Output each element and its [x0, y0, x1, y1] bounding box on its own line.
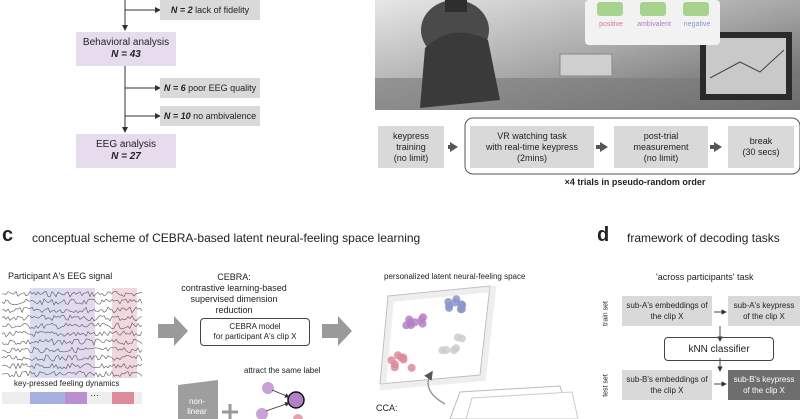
box-sub-a-embeddings: sub-A's embeddings of the clip X — [622, 296, 712, 326]
latent-point — [445, 303, 453, 312]
nonlinear-label: non-linear — [187, 397, 207, 416]
keypress-dynamics-label: key-pressed feeling dynamics — [14, 379, 120, 388]
box-sub-b-keypress: sub-B's keypress of the clip X — [728, 370, 800, 400]
eeg-trace — [1, 370, 143, 378]
procedure-step-break: break (30 secs) — [728, 126, 794, 168]
behavioral-analysis-n: N = 43 — [111, 49, 141, 60]
exclusion-text-fidelity: lack of fidelity — [195, 4, 250, 15]
step2-line2: with real-time keypress — [485, 141, 579, 152]
step3-line3: (no limit) — [643, 152, 679, 163]
knn-classifier-box: kNN classifier — [664, 337, 774, 361]
latent-point — [452, 295, 461, 304]
step3-line1: post-trial — [643, 130, 679, 141]
step1-line2: training — [396, 141, 426, 152]
eeg-trace — [1, 298, 143, 306]
cebra-model-box: CEBRA model for participant A's clip X — [200, 318, 310, 346]
box-sub-a-keypress: sub-A's keypress of the clip X — [728, 296, 800, 326]
eeg-signal-label: Participant A's EEG signal — [8, 271, 113, 281]
exclusion-box-ambivalence: N = 10 no ambivalence — [160, 106, 260, 126]
participant-photo — [375, 0, 800, 110]
latent-point — [390, 360, 399, 369]
procedure-step-vr-task: VR watching task with real-time keypress… — [470, 126, 594, 168]
decoding-subtitle: 'across participants' task — [656, 272, 754, 282]
eeg-analysis-box: EEG analysis N = 27 — [76, 134, 176, 168]
test-set-label: test set — [602, 374, 610, 397]
eeg-trace — [1, 306, 143, 314]
test-set-label-wrap: test set — [601, 372, 611, 400]
latent-space-label: personalized latent neural-feeling space — [384, 272, 526, 281]
attract-diagram — [178, 380, 305, 419]
behavioral-analysis-box: Behavioral analysis N = 43 — [76, 32, 176, 66]
cebra-subtitle-1: contrastive learning-based — [181, 283, 287, 293]
step2-line1: VR watching task — [497, 130, 567, 141]
trial-repeat-label: ×4 trials in pseudo-random order — [564, 177, 706, 187]
procedure-step-post-trial: post-trial measurement (no limit) — [614, 126, 708, 168]
box-sub-b-embeddings: sub-B's embeddings of the clip X — [622, 370, 712, 400]
exclusion-n-ambivalence: N = 10 — [163, 110, 191, 121]
eeg-trace — [1, 290, 143, 298]
latent-point — [406, 318, 415, 327]
latent-point — [399, 355, 408, 364]
eeg-trace — [1, 362, 143, 370]
latent-point — [417, 315, 426, 324]
procedure-step-keypress-training: keypress training (no limit) — [378, 126, 444, 168]
eeg-trace — [1, 314, 142, 322]
behavioral-analysis-title: Behavioral analysis — [82, 37, 170, 48]
procedure-graphics — [448, 117, 800, 175]
latent-point — [449, 346, 458, 355]
step4-line1: break — [749, 136, 773, 146]
ellipsis-text: ··· — [90, 390, 99, 400]
step1-line1: keypress — [392, 130, 429, 141]
step4-line2: (30 secs) — [742, 147, 780, 157]
panel-d-letter: d — [597, 224, 610, 246]
step3-line2: measurement — [633, 141, 689, 152]
eeg-trace — [1, 338, 143, 346]
latent-point — [456, 305, 465, 314]
panel-c-title: conceptual scheme of CEBRA-based latent … — [32, 231, 421, 245]
latent-point — [442, 346, 450, 354]
step2-line3: (2mins) — [516, 152, 547, 163]
eeg-trace — [1, 354, 143, 362]
key-label-negative: negative — [683, 21, 711, 28]
attract-label: attract the same label — [244, 366, 321, 375]
cebra-subtitle-2: supervised dimension reduction — [190, 294, 278, 315]
block-arrows — [158, 316, 352, 346]
exclusion-box-fidelity: N = 2 lack of fidelity — [160, 0, 260, 20]
key-label-positive: positive — [599, 21, 623, 28]
flowchart-connectors — [122, 0, 161, 133]
panel-c-letter: c — [2, 224, 14, 246]
step1-line3: (no limit) — [393, 152, 429, 163]
cca-label: CCA: — [376, 403, 398, 413]
cebra-label: CEBRA: contrastive learning-based superv… — [178, 272, 290, 316]
latent-point — [457, 334, 466, 343]
exclusion-box-eeg-quality: N = 6 poor EEG quality — [160, 78, 260, 98]
eeg-trace — [1, 322, 143, 330]
exclusion-text-ambivalence: no ambivalence — [193, 110, 257, 121]
cebra-model-line1: CEBRA model — [229, 322, 281, 331]
exclusion-n-eeg-quality: N = 6 — [163, 82, 186, 93]
exclusion-n-fidelity: N = 2 — [170, 4, 193, 15]
eeg-trace — [1, 346, 143, 354]
eeg-signal-plot — [1, 288, 143, 404]
eeg-analysis-title: EEG analysis — [95, 139, 157, 150]
exclusion-text-eeg-quality: poor EEG quality — [188, 82, 257, 93]
cebra-model-line2: for participant A's clip X — [213, 332, 297, 341]
eeg-trace — [1, 330, 143, 338]
cebra-title: CEBRA: — [217, 272, 251, 282]
train-set-label: train set — [602, 301, 610, 326]
key-label-ambivalent: ambivalent — [637, 21, 671, 28]
eeg-analysis-n: N = 27 — [111, 151, 141, 162]
train-set-label-wrap: train set — [601, 300, 611, 328]
latent-point — [407, 363, 416, 372]
panel-d-title: framework of decoding tasks — [627, 231, 780, 245]
latent-space-plot — [379, 285, 579, 419]
